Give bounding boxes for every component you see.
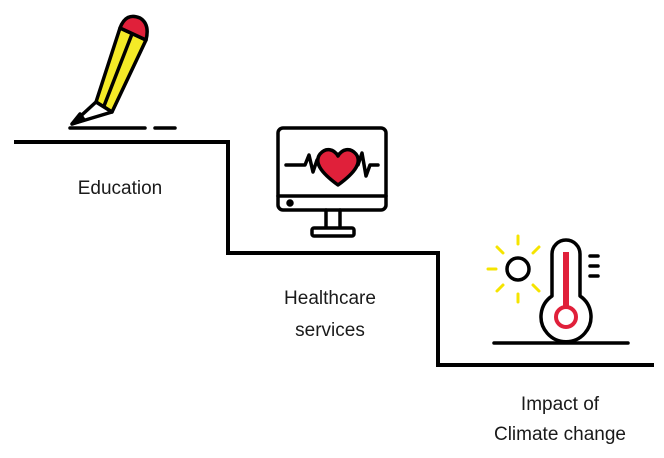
climate-label-line2: Climate change <box>493 424 627 445</box>
healthcare-label-line1: Healthcare <box>284 288 376 309</box>
sun-icon <box>505 256 531 282</box>
education-label: Education <box>77 178 163 199</box>
pencil-icon <box>68 14 177 130</box>
staircase-line <box>14 140 654 367</box>
sun-thermometer-icon <box>486 234 630 345</box>
step-label-education: Education <box>40 176 200 202</box>
climate-label-line1: Impact of <box>520 394 600 415</box>
healthcare-label-line2: services <box>295 320 365 341</box>
thermometer-mercury <box>563 252 569 308</box>
step-label-climate: Impact of Climate change <box>470 392 650 448</box>
sun-rays <box>486 234 541 304</box>
thermometer-bulb <box>554 305 578 329</box>
heart-monitor-icon <box>276 126 388 238</box>
step-label-healthcare: Healthcare services <box>250 286 410 344</box>
